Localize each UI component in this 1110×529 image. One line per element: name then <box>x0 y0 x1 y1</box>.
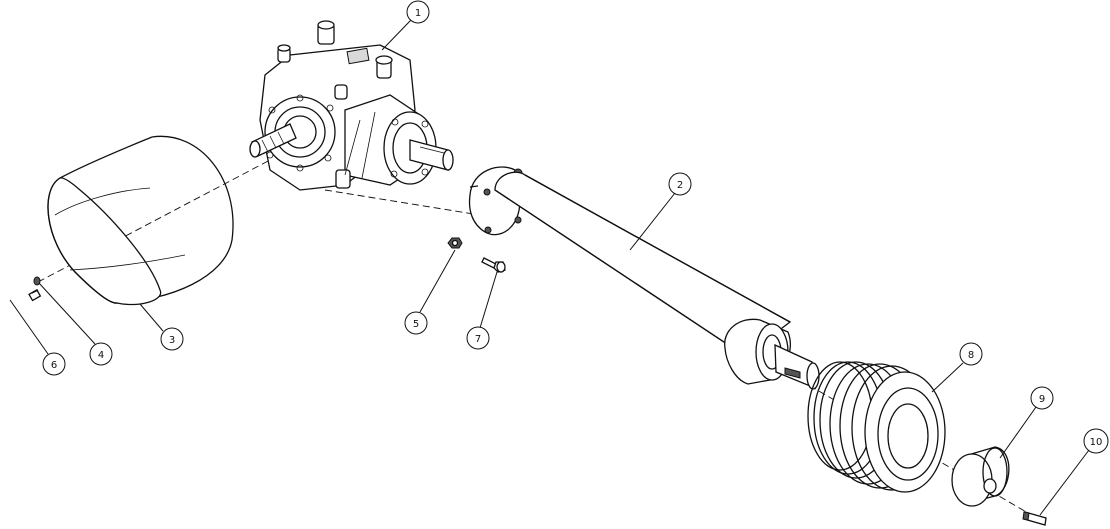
part-5-nut <box>447 237 463 249</box>
callout-4-label: 4 <box>98 350 104 361</box>
part-8-pulley <box>807 361 946 493</box>
part-10-key <box>1022 511 1047 526</box>
callout-5: 5 <box>404 311 428 335</box>
callout-1-label: 1 <box>415 8 421 19</box>
callout-3: 3 <box>160 327 184 351</box>
part-9-bushing <box>951 446 1010 507</box>
callout-10: 10 <box>1083 428 1109 454</box>
callout-9-label: 9 <box>1039 394 1045 405</box>
callout-10-label: 10 <box>1090 437 1103 448</box>
callout-8-label: 8 <box>968 350 974 361</box>
callout-2-label: 2 <box>677 180 683 191</box>
callout-6: 6 <box>42 352 66 376</box>
part-4-washer <box>33 276 41 286</box>
callout-2: 2 <box>668 172 692 196</box>
callout-4: 4 <box>89 342 113 366</box>
callout-9: 9 <box>1030 386 1054 410</box>
callout-3-label: 3 <box>169 335 175 346</box>
callout-7-label: 7 <box>475 334 481 345</box>
part-1-gearbox <box>249 20 454 191</box>
leader-lines <box>9 19 1090 516</box>
callout-6-label: 6 <box>51 360 57 371</box>
part-2-tube-shaft <box>468 166 820 390</box>
callout-5-label: 5 <box>413 319 419 330</box>
callout-7: 7 <box>466 326 490 350</box>
callout-1: 1 <box>406 0 430 24</box>
callout-8: 8 <box>959 342 983 366</box>
part-6-screw <box>28 289 42 302</box>
part-3-guard-cover <box>47 135 234 306</box>
part-7-bolt <box>481 257 506 273</box>
